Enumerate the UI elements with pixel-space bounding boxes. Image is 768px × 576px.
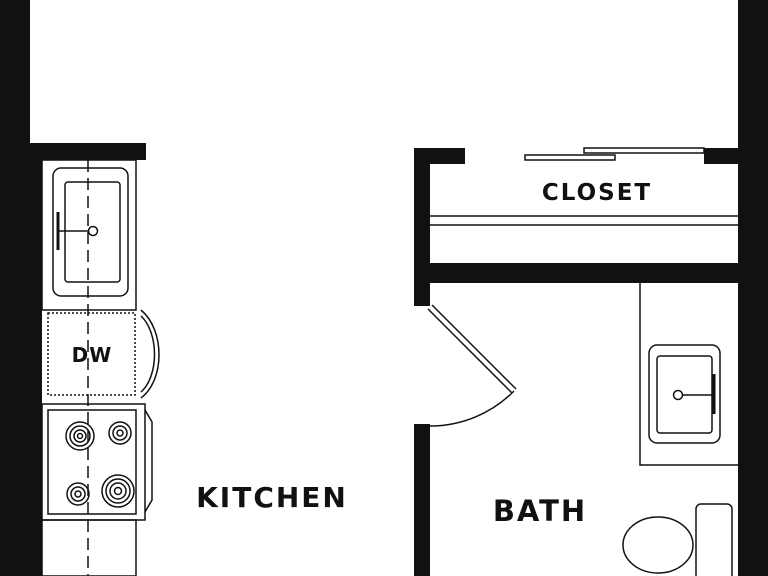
dishwasher[interactable] (47, 312, 136, 396)
kitchen-sink-basin-inner (64, 181, 121, 283)
kitchen-sink-basin-outer[interactable] (52, 167, 129, 297)
burner-front-left[interactable] (66, 482, 90, 506)
kitchen-label: KITCHEN (196, 481, 348, 514)
closet-fixtures (430, 147, 738, 226)
burner-back-left[interactable] (65, 421, 95, 451)
bath-door[interactable] (427, 304, 517, 427)
bath-vanity (639, 283, 738, 466)
closet-label: CLOSET (542, 180, 652, 206)
closet-sliding-door-right[interactable] (583, 147, 705, 154)
right-exterior-wall (738, 0, 768, 576)
counter-outline-bottom (41, 519, 137, 576)
range[interactable] (41, 403, 146, 521)
toilet-tank (695, 503, 733, 576)
dishwasher-door-swing (140, 309, 160, 399)
closet-sliding-door-left[interactable] (524, 154, 616, 161)
dishwasher-door-swing-inner (140, 315, 156, 393)
burner-back-right[interactable] (108, 421, 132, 445)
range-cooktop (47, 409, 137, 515)
counter-outline-top (41, 159, 137, 311)
bath-door-leaf-edge (431, 304, 517, 390)
burner-front-right[interactable] (101, 474, 135, 508)
left-lower-wall (28, 143, 42, 576)
range-handle (144, 409, 153, 513)
bath-label: BATH (493, 494, 587, 528)
range-burners (65, 421, 135, 508)
closet-bath-divider-wall (414, 263, 740, 283)
left-exterior-wall (0, 0, 30, 576)
dishwasher-label: DW (72, 343, 113, 367)
bath-door-swing-arc (429, 390, 515, 427)
bath-sink-basin-outer[interactable] (648, 344, 721, 444)
bath-left-wall (414, 424, 430, 576)
kitchen-top-wall (28, 143, 146, 160)
kitchen-drain (87, 225, 99, 237)
bath-drain (672, 389, 684, 401)
closet-top-wall-right (704, 148, 740, 164)
bath-door-leaf[interactable] (427, 308, 513, 394)
bath-fixtures (622, 283, 738, 576)
kitchen-counter (41, 159, 160, 576)
toilet-bowl[interactable] (622, 516, 694, 574)
